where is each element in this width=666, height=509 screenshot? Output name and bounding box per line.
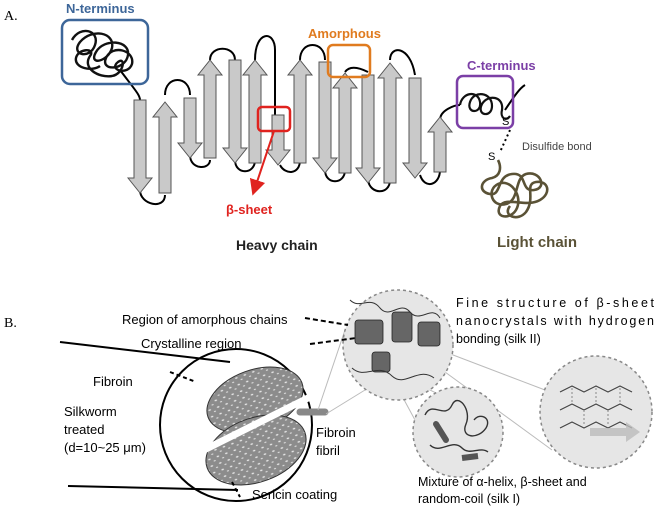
fiber-leader-lines	[169, 371, 241, 498]
beta-sheet-label: β-sheet	[226, 202, 273, 217]
light-chain-coil	[480, 159, 549, 219]
panel-b-letter: B.	[4, 316, 17, 331]
beta-strands	[126, 59, 454, 194]
sulfur-label-bottom: S	[488, 151, 495, 163]
beta-strand	[264, 114, 292, 166]
beta-strand	[401, 77, 429, 179]
beta-sheet-segment	[461, 453, 479, 461]
fine-structure-label-line2: nanocrystals with hydrogen	[456, 314, 654, 328]
beta-strand	[331, 72, 359, 174]
alpha-helix-segment	[433, 421, 449, 443]
n-terminus-label: N-terminus	[66, 1, 135, 16]
beta-strand	[221, 59, 249, 164]
nanocrystal-chains	[349, 299, 441, 381]
silkworm-label-line1: Silkworm	[64, 404, 117, 419]
random-coil-chain	[424, 399, 489, 453]
sericin-coating-label: Sericin coating	[252, 487, 337, 502]
beta-strand	[151, 101, 179, 194]
mixture-label-line2: random-coil (silk I)	[418, 492, 520, 506]
hbond-dashes	[571, 388, 621, 426]
c-terminus-coil	[458, 93, 511, 120]
amorphous-region-label: Region of amorphous chains	[122, 312, 288, 327]
nanocrystal-zoom-circle	[342, 289, 454, 401]
n-terminus-coil	[70, 29, 134, 78]
beta-strand	[311, 61, 339, 174]
fibroin-core-gap	[198, 392, 314, 456]
silkworm-label-line2: treated	[64, 422, 104, 437]
light-chain-label: Light chain	[497, 234, 577, 251]
beta-strand	[196, 59, 224, 159]
beta-strand	[286, 59, 314, 164]
n-terminus-box	[60, 18, 150, 86]
amorphous-label: Amorphous	[308, 26, 381, 41]
heavy-chain-label: Heavy chain	[236, 237, 318, 253]
fibroin-fibril-label-line2: fibril	[316, 443, 340, 458]
beta-strand	[426, 116, 454, 173]
sheet-direction-arrow	[590, 422, 640, 442]
fine-structure-label-line3: bonding (silk II)	[456, 332, 541, 346]
beta-strand	[354, 74, 382, 184]
disulfide-bond-line	[499, 129, 511, 153]
crystalline-region-label: Crystalline region	[141, 336, 241, 351]
beta-strand	[376, 62, 404, 184]
amorphous-box	[326, 43, 372, 79]
nanocrystal-blocks	[354, 311, 441, 373]
silk-fiber	[59, 341, 313, 502]
c-terminus-box	[455, 74, 515, 130]
region-leader-lines	[304, 317, 357, 345]
c-terminus-label: C-terminus	[467, 58, 536, 73]
beta-strand	[176, 97, 204, 159]
sulfur-label-top: S	[502, 116, 509, 128]
panel-a-letter: A.	[4, 9, 18, 24]
beta-sheet-pointer-arrow	[249, 130, 275, 196]
silkworm-label-line3: (d=10~25 μm)	[64, 440, 146, 455]
fibroin-core-lower	[205, 414, 307, 486]
mixture-label-line1: Mixture of α-helix, β-sheet and	[418, 475, 587, 489]
silk-ii-zoom-circle	[539, 355, 653, 469]
fibroin-label: Fibroin	[93, 374, 133, 389]
fibroin-fibril-label-line1: Fibroin	[316, 425, 356, 440]
beta-strand	[241, 59, 269, 164]
beta-strand	[126, 99, 154, 194]
disulfide-bond-label: Disulfide bond	[522, 141, 592, 153]
fine-structure-label-line1: Fine structure of β-sheet	[456, 296, 655, 310]
beta-sheet-hbond-lattice	[559, 385, 633, 429]
